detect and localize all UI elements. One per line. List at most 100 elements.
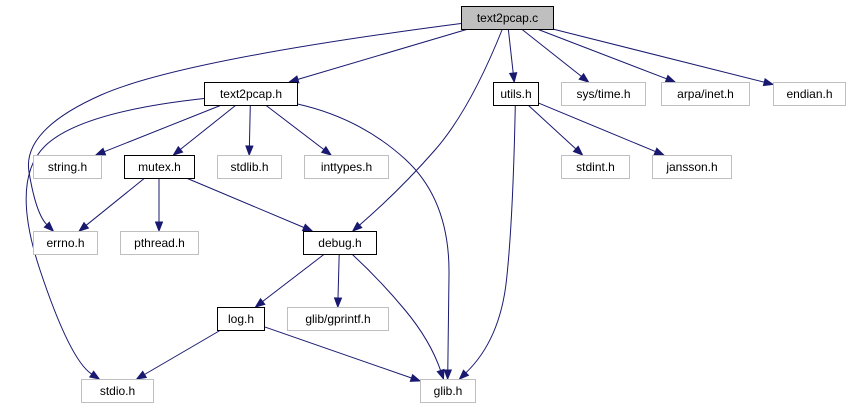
edge-log_h-to-glib_h xyxy=(263,326,412,379)
node-pthread-h: pthread.h xyxy=(120,231,199,255)
node-stdlib-h: stdlib.h xyxy=(217,155,282,179)
arrowhead-text2pcap_c-to-endian_h xyxy=(762,77,775,87)
node-box xyxy=(773,82,846,106)
edge-mutex_h-to-debug_h xyxy=(186,177,305,228)
node-text2pcap-c[interactable]: text2pcap.c xyxy=(461,6,554,30)
node-label: stdint.h xyxy=(576,160,615,174)
node-label: text2pcap.c xyxy=(477,11,538,25)
node-box xyxy=(33,231,98,255)
arrowhead-debug_h-to-glib_h xyxy=(436,368,445,381)
node-text2pcap-h[interactable]: text2pcap.h xyxy=(204,82,298,106)
arrowhead-utils_h-to-glib_h xyxy=(458,369,470,380)
node-stdio-h: stdio.h xyxy=(81,379,154,403)
node-box xyxy=(303,231,377,255)
edge-debug_h-to-log_h xyxy=(262,253,325,302)
edge-text2pcap_h-to-glib_h xyxy=(296,103,450,371)
arrowhead-debug_h-to-glib_gprintf_h xyxy=(333,297,343,309)
edge-utils_h-to-jansson_h xyxy=(537,102,656,153)
edge-text2pcap_h-to-inttypes_h xyxy=(265,104,325,150)
edge-text2pcap_c-to-arpa_inet_h xyxy=(536,28,667,80)
arrowhead-text2pcap_c-to-sys_time_h xyxy=(578,72,590,83)
node-label: inttypes.h xyxy=(321,160,372,174)
node-label: sys/time.h xyxy=(576,87,630,101)
node-glib-h: glib.h xyxy=(420,379,476,403)
node-log-h[interactable]: log.h xyxy=(217,307,265,331)
node-label: glib/gprintf.h xyxy=(305,312,370,326)
node-label: log.h xyxy=(228,312,254,326)
node-label: glib.h xyxy=(434,384,463,398)
node-box xyxy=(217,155,282,179)
node-label: text2pcap.h xyxy=(220,87,282,101)
arrowhead-mutex_h-to-errno_h xyxy=(78,221,90,232)
node-arpa-inet-h: arpa/inet.h xyxy=(661,82,750,106)
node-debug-h[interactable]: debug.h xyxy=(303,231,377,255)
node-inttypes-h: inttypes.h xyxy=(304,155,389,179)
arrowhead-text2pcap_h-to-inttypes_h xyxy=(320,145,333,156)
node-glib-gprintf-h: glib/gprintf.h xyxy=(287,307,389,331)
node-label: stdlib.h xyxy=(230,160,268,174)
edge-text2pcap_h-to-string_h xyxy=(104,104,222,153)
node-box xyxy=(661,82,750,106)
node-string-h: string.h xyxy=(33,155,102,179)
node-label: endian.h xyxy=(786,87,832,101)
node-mutex-h[interactable]: mutex.h xyxy=(124,155,195,179)
node-box xyxy=(217,307,265,331)
edge-text2pcap_h-to-stdlib_h xyxy=(248,104,251,147)
arrowhead-text2pcap_h-to-stdlib_h xyxy=(245,145,254,157)
node-sys-time-h: sys/time.h xyxy=(561,82,646,106)
edge-text2pcap_c-to-endian_h xyxy=(552,28,765,83)
node-endian-h: endian.h xyxy=(773,82,846,106)
edge-utils_h-to-glib_h xyxy=(465,104,516,374)
node-jansson-h: jansson.h xyxy=(652,155,732,179)
edge-text2pcap_h-to-stdio_h xyxy=(25,98,205,375)
node-label: errno.h xyxy=(46,236,84,250)
edge-debug_h-to-glib_h xyxy=(351,253,442,371)
arrowhead-text2pcap_h-to-mutex_h xyxy=(172,145,184,156)
node-box xyxy=(124,155,195,179)
node-label: stdio.h xyxy=(100,384,135,398)
arrowhead-utils_h-to-stdint_h xyxy=(572,145,584,156)
edge-text2pcap_c-to-utils_h xyxy=(507,28,514,74)
node-box xyxy=(81,379,154,403)
edge-utils_h-to-stdint_h xyxy=(527,104,577,150)
edges-layer xyxy=(25,23,775,382)
node-label: debug.h xyxy=(318,236,361,250)
node-label: jansson.h xyxy=(665,160,717,174)
node-box xyxy=(287,307,389,331)
arrowhead-text2pcap_c-to-arpa_inet_h xyxy=(664,74,677,83)
arrowhead-text2pcap_h-to-stdio_h xyxy=(88,370,101,380)
arrowhead-mutex_h-to-debug_h xyxy=(301,223,314,232)
edge-debug_h-to-glib_gprintf_h xyxy=(337,253,340,299)
edge-mutex_h-to-errno_h xyxy=(85,177,146,226)
arrowhead-debug_h-to-log_h xyxy=(254,297,266,308)
node-utils-h[interactable]: utils.h xyxy=(493,82,539,106)
edge-log_h-to-stdio_h xyxy=(144,329,222,375)
node-box xyxy=(493,82,539,106)
node-box xyxy=(652,155,732,179)
node-label: string.h xyxy=(48,160,87,174)
node-label: mutex.h xyxy=(138,160,181,174)
node-errno-h: errno.h xyxy=(33,231,98,255)
node-box xyxy=(204,82,298,106)
node-box xyxy=(461,6,554,30)
edge-text2pcap_c-to-debug_h xyxy=(359,28,503,226)
arrowhead-log_h-to-stdio_h xyxy=(135,370,148,380)
node-box xyxy=(561,155,630,179)
arrowhead-text2pcap_h-to-glib_h xyxy=(443,369,453,381)
node-box xyxy=(120,231,199,255)
arrowhead-text2pcap_h-to-string_h xyxy=(94,147,107,156)
edge-text2pcap_c-to-errno_h xyxy=(27,23,462,226)
node-label: arpa/inet.h xyxy=(677,87,734,101)
nodes-layer: text2pcap.c text2pcap.h utils.h sys/time.h a… xyxy=(33,6,846,403)
node-label: pthread.h xyxy=(134,236,185,250)
arrowhead-text2pcap_c-to-text2pcap_h xyxy=(287,75,300,84)
node-label: utils.h xyxy=(500,87,531,101)
node-box xyxy=(561,82,646,106)
node-box xyxy=(33,155,102,179)
edge-text2pcap_c-to-sys_time_h xyxy=(521,28,582,77)
arrowhead-mutex_h-to-pthread_h xyxy=(154,221,164,233)
arrowhead-text2pcap_c-to-debug_h xyxy=(351,221,363,232)
edge-text2pcap_h-to-mutex_h xyxy=(180,104,237,150)
edge-text2pcap_c-to-text2pcap_h xyxy=(297,28,469,80)
